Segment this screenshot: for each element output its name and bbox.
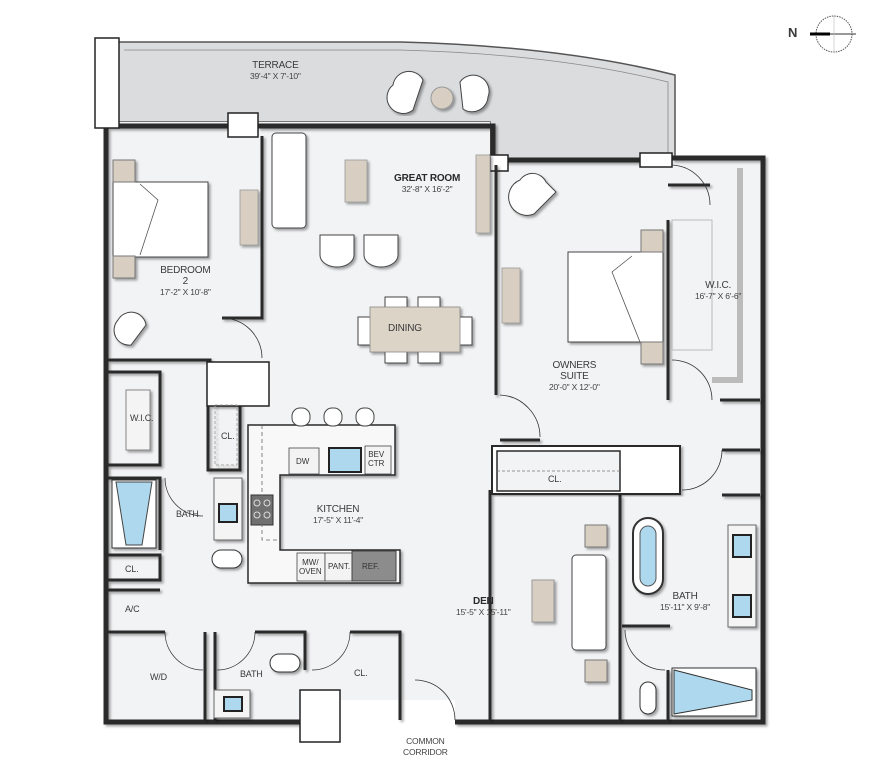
column: [639, 152, 673, 168]
room-name-line2: SUITE: [560, 371, 589, 382]
den-furniture: [531, 524, 608, 683]
room-name: COMMON: [406, 736, 445, 746]
room-label-terrace: TERRACE 39'-4" X 7'-10": [250, 60, 301, 82]
room-name: BEDROOM: [160, 265, 211, 276]
room-dims: 15'-5" X 15'-11": [456, 607, 511, 617]
room-name: W.I.C.: [705, 280, 732, 291]
room-label-owners-suite: OWNERS SUITE 20'-0" X 12'-0": [549, 360, 600, 393]
label-dishwasher: DW: [296, 457, 310, 466]
interior-walls: [108, 136, 760, 720]
kitchen-counters: [247, 424, 401, 584]
owners-bath-fixtures: [632, 517, 757, 717]
bath2-fixtures: [111, 389, 243, 569]
label-microwave-oven: MW/ OVEN: [299, 558, 322, 576]
label-pantry: PANT.: [328, 562, 351, 571]
room-label-ac: A/C: [125, 604, 140, 614]
north-compass: [810, 15, 856, 53]
room-label-dining: DINING: [388, 323, 422, 334]
powder-bath-fixtures: [213, 653, 301, 719]
room-name: TERRACE: [252, 60, 299, 71]
north-label: N: [788, 25, 798, 40]
room-name: GREAT ROOM: [394, 173, 461, 184]
column: [299, 689, 341, 743]
room-label-owners-wic: W.I.C. 16'-7" X 6'-6": [695, 280, 741, 302]
room-name: OWNERS: [552, 360, 597, 371]
column: [489, 154, 509, 172]
label-line: BEV: [368, 450, 385, 459]
terrace-furniture: [386, 70, 490, 114]
room-dims: 15'-11" X 9'-8": [660, 602, 711, 612]
label-line: MW/: [302, 558, 319, 567]
pantry: [324, 552, 353, 582]
exterior-walls: [103, 123, 766, 725]
room-label-den: DEN 15'-5" X 15'-11": [456, 596, 511, 618]
room-dims: 20'-0" X 12'-0": [549, 382, 600, 392]
room-label-hall-closet: CL.: [221, 431, 235, 441]
room-name: DEN: [473, 596, 494, 607]
room-dims: 17'-2" X 10'-8": [160, 287, 211, 297]
owners-furniture: [508, 172, 664, 365]
dining-table: [369, 306, 461, 353]
room-label-entry-closet: CL.: [354, 668, 368, 678]
room-label-bedroom2: BEDROOM 2 17'-2" X 10'-8": [160, 265, 211, 298]
microwave-oven: [296, 552, 326, 582]
column: [206, 361, 270, 407]
column: [227, 112, 259, 138]
room-label-common-corridor: COMMON CORRIDOR: [403, 736, 448, 758]
room-label-bedroom-closet: CL.: [125, 564, 139, 574]
bedroom2-furniture: [112, 159, 209, 346]
room-label-great-room: GREAT ROOM 32'-8" X 16'-2": [394, 173, 460, 195]
room-name: KITCHEN: [316, 504, 360, 515]
label-refrigerator: REF.: [362, 562, 380, 571]
room-label-wd: W/D: [150, 672, 167, 682]
room-label-owners-bath: BATH 15'-11" X 9'-8": [660, 591, 710, 613]
beverage-center: [364, 445, 392, 475]
room-dims: 17'-5" X 11'-4": [313, 515, 364, 525]
label-line: OVEN: [299, 567, 322, 576]
room-dims: 16'-7" X 6'-6": [695, 291, 742, 301]
room-label-powder-bath: BATH: [240, 669, 263, 679]
room-label-bath2: BATH: [176, 509, 199, 519]
room-label-wic2: W.I.C.: [130, 413, 154, 423]
refrigerator: [351, 550, 397, 582]
column: [94, 37, 120, 129]
bar-stools: [291, 407, 375, 427]
wic-shelving: [671, 219, 713, 351]
room-dims: 39'-4" X 7'-10": [250, 71, 301, 81]
room-number: 2: [182, 276, 189, 287]
room-name-line2: CORRIDOR: [403, 747, 448, 757]
door-swings: [164, 164, 723, 721]
dishwasher: [288, 447, 320, 475]
label-line: CTR: [368, 459, 385, 468]
owners-closet-block: [491, 445, 681, 495]
kitchen-sink: [328, 447, 362, 473]
room-dims: 32'-8" X 16'-2": [401, 184, 453, 194]
room-label-kitchen: KITCHEN 17'-5" X 11'-4": [313, 504, 363, 526]
room-name: BATH: [672, 591, 698, 602]
label-beverage-center: BEV CTR: [368, 450, 384, 468]
great-room-furniture: [239, 132, 521, 364]
wic-shelving: [712, 168, 743, 383]
room-label-owners-closet: CL.: [548, 474, 562, 484]
